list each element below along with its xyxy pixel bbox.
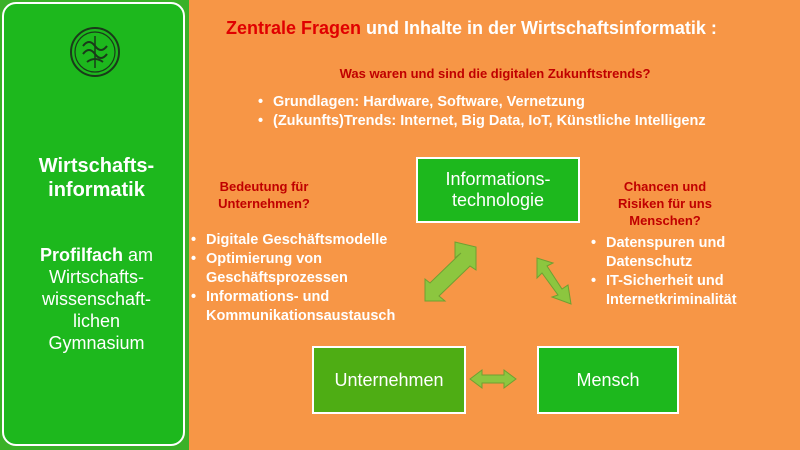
page-title-highlight: Zentrale Fragen [226, 18, 362, 38]
sidebar-panel: Wirtschafts- informatik Profilfach am Wi… [2, 2, 185, 446]
sidebar-title-line1: Wirtschafts- [38, 155, 155, 177]
top-bullet-list: Grundlagen: Hardware, Software, Vernetzu… [255, 93, 706, 131]
double-arrow-icon [469, 369, 517, 389]
sidebar-title-line2: informatik [48, 179, 145, 201]
left-question-line: Bedeutung für [219, 179, 309, 194]
box-informationstechnologie: Informations- technologie [416, 157, 580, 223]
right-question: Chancen und Risiken für uns Menschen? [604, 178, 726, 229]
right-question-line: Chancen und [623, 179, 707, 194]
box-it-line2: technologie [451, 190, 545, 210]
list-item: Grundlagen: Hardware, Software, Vernetzu… [255, 93, 706, 112]
sidebar-subtitle: Profilfach am Wirtschafts- wissenschaft-… [4, 244, 189, 354]
question-text: Was waren und sind die digitalen Zukunft… [339, 66, 651, 81]
sidebar: Wirtschafts- informatik Profilfach am Wi… [0, 0, 189, 450]
double-arrow-icon [424, 241, 477, 302]
school-logo-icon [70, 27, 120, 77]
sidebar-subtitle-line1: Profilfach am [4, 244, 189, 266]
sidebar-title: Wirtschafts- informatik [4, 154, 189, 202]
left-question: Bedeutung für Unternehmen? [205, 178, 323, 212]
box-it-line1: Informations- [445, 169, 551, 189]
list-item: Digitale Geschäftsmodelle [188, 231, 446, 250]
sidebar-subtitle-line: Wirtschafts- [48, 267, 144, 287]
sidebar-subtitle-line: lichen [72, 311, 121, 331]
sidebar-subtitle-line: wissenschaft- [41, 289, 152, 309]
list-item: Informations- und Kommunikationsaustausc… [188, 288, 446, 326]
sidebar-subtitle-rest: am [123, 245, 154, 265]
sidebar-subtitle-bold: Profilfach [39, 245, 123, 265]
double-arrow-icon [536, 257, 572, 305]
box-unternehmen: Unternehmen [312, 346, 466, 414]
right-bullet-list: Datenspuren und Datenschutz IT-Sicherhei… [588, 234, 796, 310]
sidebar-subtitle-line: Gymnasium [48, 333, 145, 353]
left-bullet-list: Digitale Geschäftsmodelle Optimierung vo… [188, 231, 446, 326]
list-item: (Zukunfts)Trends: Internet, Big Data, Io… [255, 112, 706, 131]
right-question-line: Menschen? [629, 213, 701, 228]
list-item: IT-Sicherheit und Internetkriminalität [588, 272, 796, 310]
list-item: Datenspuren und Datenschutz [588, 234, 796, 272]
page-title: Zentrale Fragen und Inhalte in der Wirts… [226, 18, 717, 39]
list-item: Optimierung von Geschäftsprozessen [188, 250, 386, 288]
box-mensch: Mensch [537, 346, 679, 414]
right-question-line: Risiken für uns [618, 196, 712, 211]
left-question-line: Unternehmen? [218, 196, 310, 211]
page-title-rest: und Inhalte in der Wirtschaftsinformatik… [361, 18, 717, 38]
